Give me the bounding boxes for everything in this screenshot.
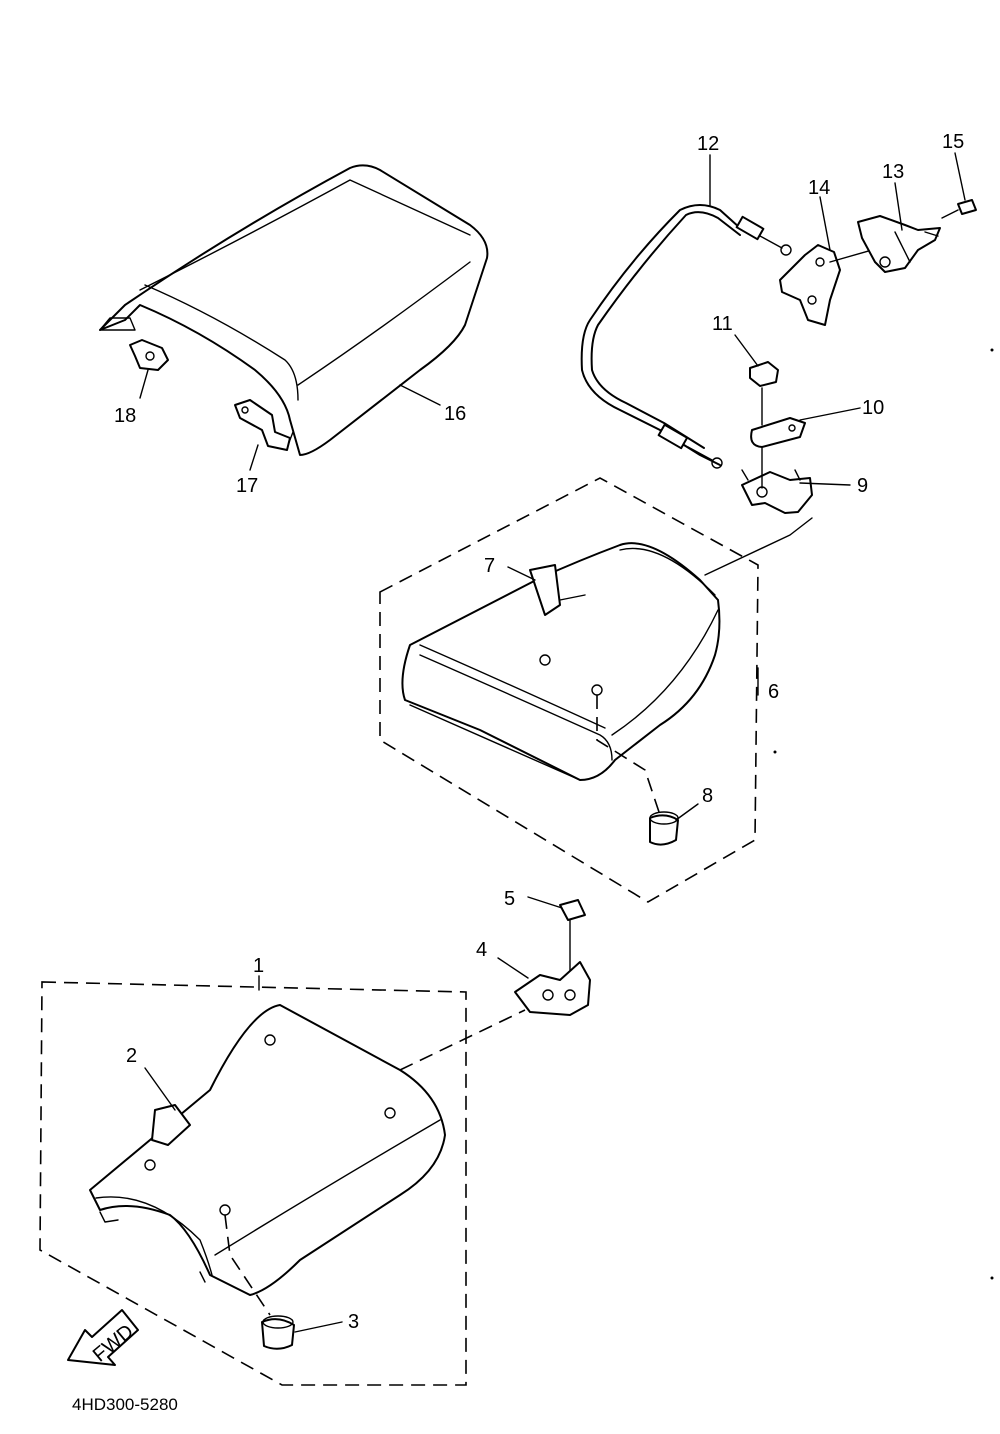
part-1-to-hinge-line [399, 1009, 526, 1071]
passenger-seat-part-6 [401, 542, 721, 781]
lock-bracket-part-9 [741, 447, 813, 514]
callout-6: 6 [768, 681, 779, 703]
bolt-part-15 [941, 199, 977, 219]
part-3-leader-dashed [224, 1214, 271, 1316]
drawing-code: 4HD300-5280 [72, 1395, 178, 1414]
rear-seat-cowl-part-16 [99, 164, 489, 456]
plate-part-10 [750, 387, 806, 448]
callout-7: 7 [484, 555, 495, 577]
bracket-part-17 [234, 399, 291, 451]
callout-13: 13 [882, 161, 904, 183]
callout-14: 14 [808, 177, 830, 199]
callout-4: 4 [476, 939, 487, 961]
callout-5: 5 [504, 888, 515, 910]
mount-hole [264, 1034, 276, 1046]
callout-17: 17 [236, 475, 258, 497]
rider-seat-part-1 [89, 1004, 446, 1296]
damper-part-3 [261, 1315, 295, 1350]
callout-18: 18 [114, 405, 136, 427]
nut-part-11 [749, 361, 779, 387]
bracket-part-18 [129, 339, 169, 371]
scan-speck [990, 348, 994, 352]
mount-hole [144, 1159, 156, 1171]
callout-3: 3 [348, 1311, 359, 1333]
callout-16: 16 [444, 403, 466, 425]
leader-lines [139, 152, 966, 1333]
part-6-group-boundary [379, 477, 759, 903]
callout-2: 2 [126, 1045, 137, 1067]
seat-lock-cable-part-12 [580, 204, 792, 469]
callout-12: 12 [697, 133, 719, 155]
part-8-leader-dashed [596, 695, 661, 816]
strap-part-7 [529, 564, 586, 616]
part-1-group-boundary [39, 981, 467, 1386]
scan-speck [990, 1276, 994, 1280]
callout-9: 9 [857, 475, 868, 497]
damper-part-8 [649, 811, 679, 846]
callout-8: 8 [702, 785, 713, 807]
seat-lock-lever-part-14 [779, 241, 901, 326]
part-6-to-lock-line [704, 517, 813, 576]
mount-hole [539, 654, 551, 666]
forward-direction-arrow: FWD [67, 1309, 139, 1366]
scan-speck [773, 750, 777, 754]
mount-hole [384, 1107, 396, 1119]
callout-15: 15 [942, 131, 964, 153]
callout-11: 11 [712, 313, 733, 335]
callout-1: 1 [253, 955, 264, 977]
hinge-bracket-part-4 [514, 961, 591, 1016]
callout-10: 10 [862, 397, 884, 419]
seat-lock-assembly-part-13 [857, 215, 941, 273]
